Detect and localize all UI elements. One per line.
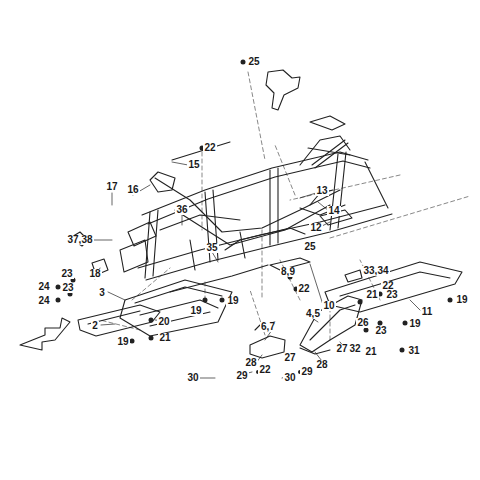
skid-plate — [78, 305, 160, 336]
callout-number: 21 — [365, 290, 378, 300]
leader-lines — [94, 162, 420, 378]
callout-number: 26 — [356, 318, 369, 328]
callout-number: 16 — [126, 185, 139, 195]
callout-number: 14 — [327, 206, 340, 216]
callout-number: 30 — [283, 373, 296, 383]
rod — [172, 142, 230, 160]
callout-number: 18 — [88, 269, 101, 279]
guide-lines — [100, 72, 470, 340]
callout-number: 10 — [322, 301, 335, 311]
callout-number: 21 — [158, 333, 171, 343]
callout-number: 23 — [385, 290, 398, 300]
callout-number: 37,38 — [66, 235, 93, 245]
callout-number: 13 — [315, 186, 328, 196]
frame-tubes — [120, 136, 392, 292]
callout-number: 29 — [235, 371, 248, 381]
skid-plate — [120, 280, 232, 336]
bracket — [310, 116, 345, 130]
callout-number: 24 — [37, 282, 50, 292]
callout-number: 4,5 — [305, 309, 321, 319]
callout-number: 17 — [105, 182, 118, 192]
callout-number: 22 — [203, 143, 216, 153]
callout-number: 32 — [348, 344, 361, 354]
callout-number: 24 — [37, 296, 50, 306]
callout-number: 27 — [283, 353, 296, 363]
callout-number: 28 — [315, 360, 328, 370]
callout-number: 15 — [187, 160, 200, 170]
fasteners — [56, 60, 453, 375]
skid-plate — [325, 262, 462, 312]
callout-number: 35 — [205, 243, 218, 253]
callout-number: 21 — [364, 347, 377, 357]
front-arrow — [20, 318, 70, 350]
callout-number: 12 — [309, 223, 322, 233]
callout-number: 22 — [297, 284, 310, 294]
callout-number: 23 — [60, 269, 73, 279]
callout-number: 33,34 — [362, 266, 389, 276]
callout-number: 8,9 — [280, 267, 296, 277]
callout-number: 19 — [408, 319, 421, 329]
parts — [20, 70, 462, 358]
bar — [312, 140, 348, 168]
bracket — [250, 336, 285, 358]
callout-number: 36 — [175, 205, 188, 215]
callout-number: 23 — [374, 326, 387, 336]
callout-number: 11 — [421, 307, 434, 317]
callout-number: 29 — [300, 367, 313, 377]
callout-number: 25 — [303, 242, 316, 252]
heat-shield — [266, 70, 300, 110]
callout-number: 19 — [455, 295, 468, 305]
callout-number: 19 — [116, 337, 129, 347]
callout-number: 19 — [189, 306, 202, 316]
callout-number: 28 — [244, 358, 257, 368]
callout-number: 22 — [258, 365, 271, 375]
callout-number: 27 — [335, 344, 348, 354]
callout-number: 2 — [91, 321, 99, 331]
callout-number: 6,7 — [260, 322, 276, 332]
callout-number: 20 — [157, 317, 170, 327]
callout-number: 31 — [407, 346, 420, 356]
callout-number: 19 — [226, 296, 239, 306]
callout-number: 3 — [98, 288, 106, 298]
callout-number: 23 — [61, 283, 74, 293]
callout-number: 30 — [186, 373, 199, 383]
callout-number: 25 — [247, 57, 260, 67]
